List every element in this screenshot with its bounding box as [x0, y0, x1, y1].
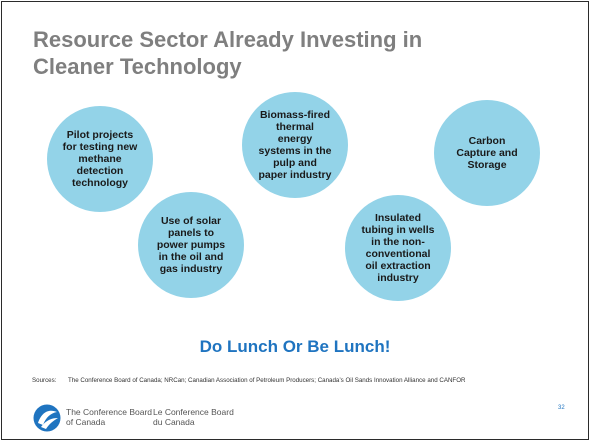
slide-title-line-2: Cleaner Technology	[33, 54, 242, 79]
circle-insulated-tubing: Insulated tubing in wells in the non- co…	[345, 195, 451, 301]
circle-biomass-thermal-text: Biomass-fired thermal energy systems in …	[258, 109, 332, 181]
circle-methane-detection-text: Pilot projects for testing new methane d…	[62, 129, 138, 189]
circle-solar-panels: Use of solar panels to power pumps in th…	[138, 192, 244, 298]
circle-carbon-capture-text: Carbon Capture and Storage	[456, 135, 518, 171]
footer-org-french: Le Conference Board du Canada	[153, 407, 234, 427]
page-number: 32	[558, 405, 565, 411]
circle-carbon-capture: Carbon Capture and Storage	[434, 100, 540, 206]
sources-text: The Conference Board of Canada; NRCan; C…	[68, 377, 466, 384]
circle-insulated-tubing-text: Insulated tubing in wells in the non- co…	[361, 212, 435, 284]
tagline: Do Lunch Or Be Lunch!	[199, 337, 391, 356]
conference-board-logo-icon	[33, 404, 61, 432]
circle-methane-detection: Pilot projects for testing new methane d…	[47, 106, 153, 212]
slide-title-line-1: Resource Sector Already Investing in	[33, 27, 423, 52]
circle-biomass-thermal: Biomass-fired thermal energy systems in …	[242, 92, 348, 198]
footer-org-english: The Conference Board of Canada	[66, 407, 152, 427]
sources-note: Sources: The Conference Board of Canada;…	[32, 377, 567, 385]
slide-title: Resource Sector Already Investing in Cle…	[33, 26, 503, 80]
circle-solar-panels-text: Use of solar panels to power pumps in th…	[156, 215, 226, 275]
sources-label: Sources:	[32, 377, 57, 384]
